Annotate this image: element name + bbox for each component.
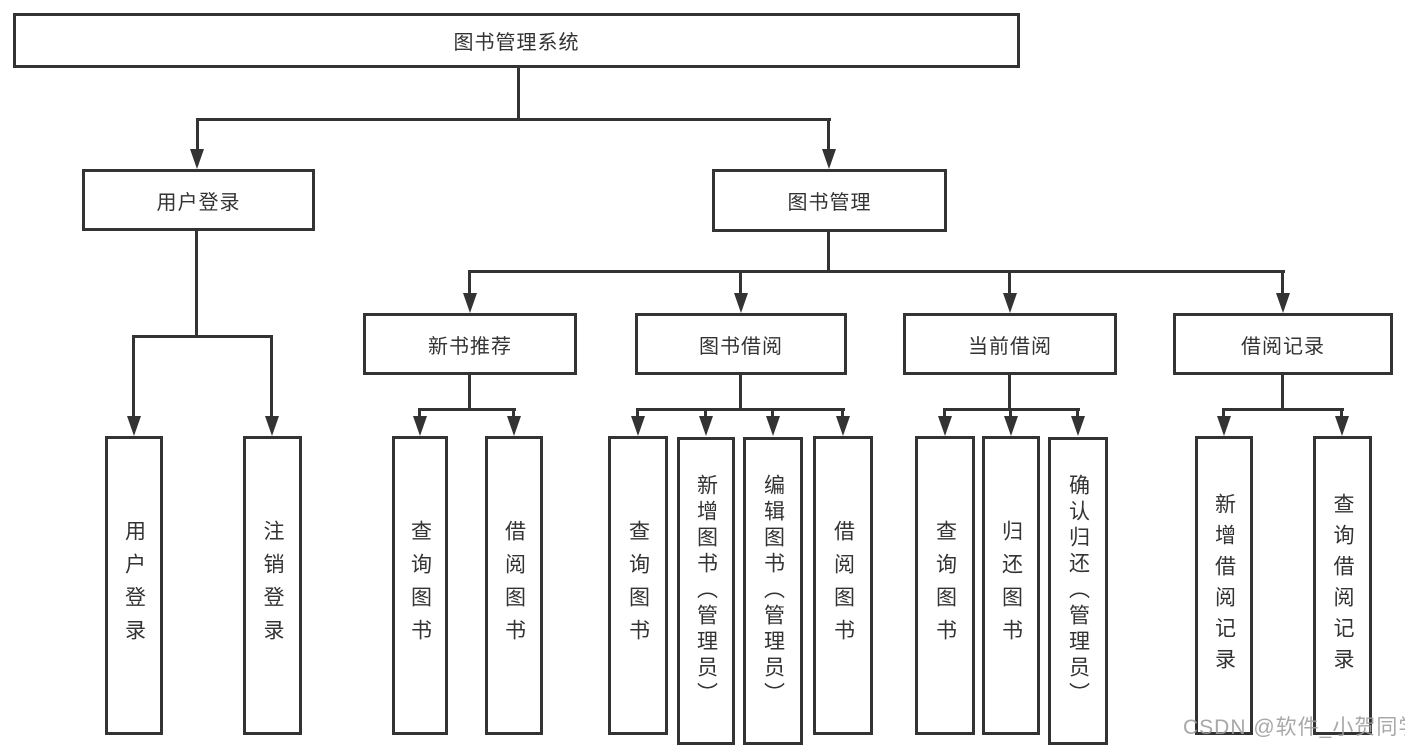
leaf-label: 新增图书（管理员） <box>694 474 718 708</box>
connector-leaf-stem <box>512 408 515 420</box>
node-book-borrow: 图书借阅 <box>635 313 847 375</box>
leaf-label: 新增借阅记录 <box>1212 492 1236 679</box>
connector-to-new-book <box>468 270 471 297</box>
connector-to-leaf-logout <box>270 335 273 420</box>
leaf-edit-books-admin: 编辑图书（管理员） <box>743 437 803 745</box>
csdn-watermark: CSDN @软件_小贺同学 <box>1183 716 1405 739</box>
connector-user-login-rail <box>132 335 273 338</box>
connector-leaf-stem <box>1222 408 1225 420</box>
arrow-down-icon <box>1217 416 1231 436</box>
connector-to-borrow-records <box>1281 270 1284 297</box>
connector-leaf-stem <box>636 408 639 420</box>
leaf-label: 用户登录 <box>122 519 146 652</box>
arrow-down-icon <box>734 293 748 313</box>
leaf-add-books-admin: 新增图书（管理员） <box>677 437 735 745</box>
connector-leaf-stem <box>841 408 844 420</box>
leaf-label: 借阅图书 <box>831 519 855 652</box>
connector-new-book-rail <box>418 408 516 411</box>
leaf-label: 查询图书 <box>933 519 957 652</box>
node-label: 当前借阅 <box>968 335 1052 358</box>
leaf-label: 借阅图书 <box>502 519 526 652</box>
node-label: 图书借阅 <box>699 335 783 358</box>
arrow-down-icon <box>836 416 850 436</box>
connector-user-login-stem <box>195 231 198 338</box>
arrow-down-icon <box>463 293 477 313</box>
arrow-down-icon <box>1003 293 1017 313</box>
connector-to-book-management <box>827 118 830 152</box>
arrow-down-icon <box>1004 416 1018 436</box>
connector-borrow-records-rail <box>1222 408 1344 411</box>
leaf-query-books-recommend: 查询图书 <box>392 436 448 735</box>
connector-leaf-stem <box>1009 408 1012 420</box>
leaf-user-login: 用户登录 <box>105 436 163 735</box>
connector-root-stem <box>517 66 520 121</box>
connector-root-rail <box>196 118 831 121</box>
arrow-down-icon <box>127 416 141 436</box>
connector-book-mgmt-stem <box>827 231 830 273</box>
connector-to-book-borrow <box>739 270 742 297</box>
arrow-down-icon <box>265 416 279 436</box>
node-new-book-recommend: 新书推荐 <box>363 313 577 375</box>
connector-leaf-stem <box>1076 408 1079 420</box>
node-book-management: 图书管理 <box>712 169 947 232</box>
leaf-confirm-return-admin: 确认归还（管理员） <box>1048 437 1108 745</box>
connector-to-current-borrow <box>1008 270 1011 297</box>
connector-borrow-records-stem <box>1281 375 1284 411</box>
connector-leaf-stem <box>1340 408 1343 420</box>
leaf-add-borrow-record: 新增借阅记录 <box>1195 436 1253 735</box>
node-label: 用户登录 <box>156 191 241 214</box>
node-library-management-system: 图书管理系统 <box>13 13 1020 68</box>
arrow-down-icon <box>699 416 713 436</box>
arrow-down-icon <box>190 149 204 169</box>
node-current-borrow: 当前借阅 <box>903 313 1117 375</box>
connector-book-borrow-stem <box>739 375 742 411</box>
leaf-query-books-borrow: 查询图书 <box>608 436 668 735</box>
leaf-label: 确认归还（管理员） <box>1066 474 1090 708</box>
node-user-login: 用户登录 <box>82 169 315 231</box>
arrow-down-icon <box>938 416 952 436</box>
connector-book-borrow-rail <box>636 408 845 411</box>
connector-leaf-stem <box>418 408 421 420</box>
connector-leaf-stem <box>943 408 946 420</box>
leaf-query-books-current: 查询图书 <box>915 436 975 735</box>
arrow-down-icon <box>413 416 427 436</box>
node-label: 图书管理系统 <box>453 32 580 54</box>
node-label: 新书推荐 <box>428 335 512 358</box>
leaf-label: 编辑图书（管理员） <box>761 474 785 708</box>
leaf-borrow-books: 借阅图书 <box>813 436 873 735</box>
arrow-down-icon <box>1276 293 1290 313</box>
connector-current-borrow-stem <box>1008 375 1011 411</box>
node-label: 图书管理 <box>787 192 872 214</box>
leaf-logout: 注销登录 <box>243 436 302 735</box>
node-label: 借阅记录 <box>1241 335 1325 358</box>
leaf-label: 查询图书 <box>408 519 432 652</box>
connector-book-mgmt-rail <box>468 270 1285 273</box>
arrow-down-icon <box>822 149 836 169</box>
arrow-down-icon <box>766 416 780 436</box>
leaf-label: 注销登录 <box>261 519 284 652</box>
connector-new-book-stem <box>468 375 471 411</box>
connector-leaf-stem <box>771 408 774 420</box>
connector-leaf-stem <box>704 408 707 420</box>
arrow-down-icon <box>1335 416 1349 436</box>
leaf-label: 归还图书 <box>999 519 1023 652</box>
leaf-label: 查询图书 <box>626 519 650 652</box>
connector-to-user-login <box>196 118 199 152</box>
leaf-return-books: 归还图书 <box>982 436 1040 735</box>
leaf-borrow-books-recommend: 借阅图书 <box>485 436 543 735</box>
leaf-query-borrow-record: 查询借阅记录 <box>1313 436 1372 735</box>
arrow-down-icon <box>507 416 521 436</box>
arrow-down-icon <box>1071 416 1085 436</box>
arrow-down-icon <box>631 416 645 436</box>
node-borrow-records: 借阅记录 <box>1173 313 1393 375</box>
connector-to-leaf-login <box>132 335 135 420</box>
leaf-label: 查询借阅记录 <box>1331 492 1354 679</box>
